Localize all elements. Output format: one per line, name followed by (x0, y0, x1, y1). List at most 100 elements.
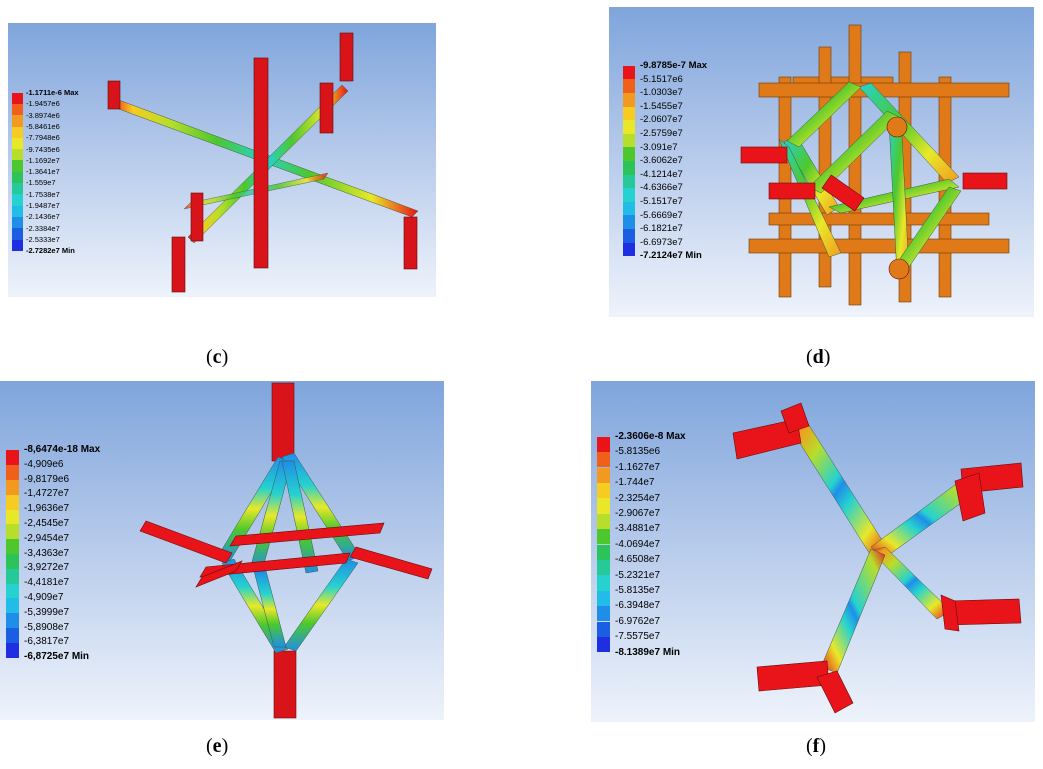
legend-c-label: -9.7435e6 (26, 144, 60, 154)
legend-c-swatch (12, 92, 23, 104)
legend-f-swatch (597, 529, 610, 545)
legend-e-label: -2,4545e7 (24, 518, 70, 529)
legend-d-label: -4.1214e7 (640, 168, 683, 180)
legend-c-label: -1.9457e6 (26, 99, 60, 109)
legend-c: -1.1711e-6 Max-1.9457e6-3.8974e6-5.8461e… (12, 87, 102, 263)
model-f-render (732, 402, 1024, 714)
legend-c-label: -2.7282e7 Min (26, 246, 75, 256)
legend-c-label: -1.1692e7 (26, 155, 60, 165)
panel-c-viewport: -1.1711e-6 Max-1.9457e6-3.8974e6-5.8461e… (8, 23, 436, 297)
model-d-render (740, 24, 1010, 306)
legend-f-swatch (597, 467, 610, 483)
legend-c-swatch (12, 205, 23, 217)
legend-f-swatch (597, 498, 610, 514)
legend-e-label: -1,4727e7 (24, 488, 70, 500)
legend-d-swatch (623, 133, 635, 148)
legend-d-label: -2.5759e7 (640, 128, 683, 139)
legend-f-label: -2.3254e7 (615, 492, 661, 504)
legend-c-label: -2.5333e7 (26, 234, 60, 244)
legend-d-swatch (623, 161, 635, 175)
legend-c-label: -2.3384e7 (26, 223, 60, 233)
legend-c-label: -1.7538e7 (26, 189, 60, 199)
panel-d-viewport: -9.8785e-7 Max-5.1517e6-1.0303e7-1.5455e… (609, 7, 1034, 317)
legend-f-label: -8.1389e7 Min (615, 646, 681, 658)
legend-d-swatch (623, 93, 635, 107)
caption-f: (f) (806, 735, 827, 757)
legend-d-label: -4.6366e7 (640, 182, 683, 194)
legend-d-label: -1.0303e7 (640, 87, 683, 99)
legend-e-swatch (6, 524, 19, 540)
panel-e-viewport: -8,6474e-18 Max -4,909e6 -9,8179e6 -1,4727e… (0, 381, 444, 720)
legend-d-swatch (623, 201, 635, 216)
legend-c-swatch (12, 115, 23, 127)
legend-e-label: -8,6474e-18 Max (24, 444, 101, 455)
legend-e-swatch (6, 583, 19, 599)
legend-d-swatch (623, 65, 635, 80)
legend-d-label: -7.2124e7 Min (640, 250, 702, 262)
legend-e-label: -4,909e7 (24, 592, 64, 603)
legend-f-swatch (597, 559, 610, 576)
legend-e-swatch (6, 613, 19, 628)
legend-c-swatch (12, 171, 23, 184)
legend-f-swatch (597, 590, 610, 607)
legend-f-label: -4.6508e7 (615, 554, 661, 566)
legend-d-swatch (623, 106, 635, 121)
legend-f-swatch (597, 606, 610, 622)
legend-e-swatch (6, 598, 19, 614)
legend-e-swatch (6, 509, 19, 525)
legend-e-label: -5,3999e7 (24, 606, 70, 618)
legend-c-swatch (12, 183, 23, 195)
legend-c-label: -2.1436e7 (26, 212, 60, 222)
model-c-render (107, 32, 419, 293)
legend-d-label: -6.6973e7 (640, 236, 683, 248)
legend-d-label: -1.5455e7 (640, 100, 683, 112)
legend-d-label: -9.8785e-7 Max (640, 60, 708, 71)
legend-e-swatch (6, 554, 19, 569)
legend-c-swatch (12, 149, 23, 161)
legend-c-label: -1.559e7 (26, 178, 56, 188)
legend-e-swatch (6, 568, 19, 584)
legend-e-label: -9,8179e6 (24, 473, 70, 485)
legend-f-label: -6.3948e7 (615, 600, 661, 612)
legend-e-label: -6,8725e7 Min (24, 651, 90, 663)
legend-e-swatch (6, 465, 19, 480)
legend-f-swatch (597, 575, 610, 591)
legend-e-swatch (6, 642, 19, 658)
legend-c-swatch (12, 137, 23, 150)
legend-d-label: -5.1517e7 (640, 196, 683, 207)
legend-c-swatch (12, 194, 23, 206)
legend-f-label: -2.9067e7 (615, 508, 661, 519)
legend-e-label: -3,9272e7 (24, 562, 70, 574)
legend-d-swatch (623, 242, 635, 257)
legend-c-swatch (12, 160, 23, 172)
caption-e: (e) (206, 735, 229, 757)
legend-f-label: -5.8135e7 (615, 585, 661, 596)
legend-e-swatch (6, 628, 19, 643)
legend-d-label: -5.6669e7 (640, 209, 683, 221)
legend-e-label: -4,4181e7 (24, 577, 70, 589)
legend-f-swatch (597, 636, 610, 653)
legend-d-swatch (623, 215, 635, 229)
legend-e-label: -3,4363e7 (24, 547, 70, 559)
legend-e-label: -2,9454e7 (24, 532, 70, 544)
legend-e-swatch (6, 480, 19, 495)
legend-d-label: -6.1821e7 (640, 223, 683, 235)
legend-d-swatch (623, 120, 635, 134)
legend-e-label: -4,909e6 (24, 458, 64, 470)
legend-f-label: -6.9762e7 (615, 615, 661, 627)
legend-f-swatch (597, 482, 610, 499)
legend-d-swatch (623, 174, 635, 189)
legend-e-swatch (6, 494, 19, 510)
legend-f-label: -3.4881e7 (615, 523, 661, 535)
legend-e-swatch (6, 539, 19, 554)
legend-d-swatch (623, 229, 635, 243)
legend-e-label: -6,3817e7 (24, 636, 70, 648)
legend-e: -8,6474e-18 Max -4,909e6 -9,8179e6 -1,4727e… (6, 443, 126, 668)
legend-f-swatch (597, 513, 610, 530)
caption-c: (c) (206, 346, 229, 368)
legend-d-label: -3.091e7 (640, 141, 678, 153)
legend-f-label: -7.5575e7 (615, 631, 661, 643)
caption-d: (d) (806, 346, 831, 368)
legend-d-swatch (623, 188, 635, 202)
legend-f-label: -4.0694e7 (615, 538, 661, 550)
